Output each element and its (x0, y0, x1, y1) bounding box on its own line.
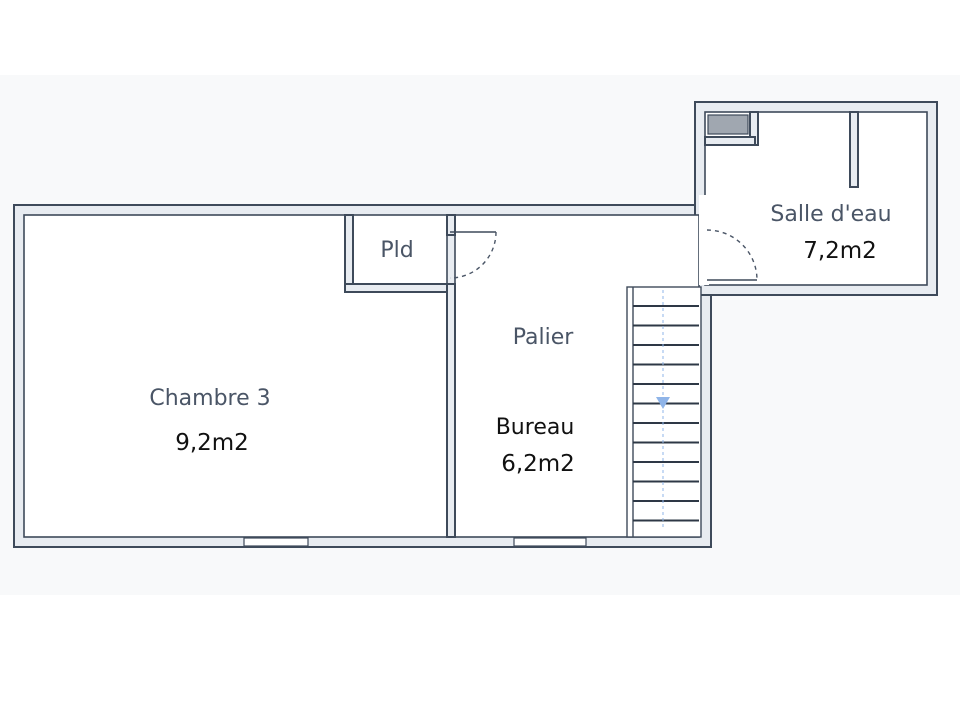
fixture-wall-bottom (704, 136, 756, 146)
label-bureau: Bureau (496, 415, 575, 440)
salle-eau-wall-stub (849, 111, 859, 188)
pld-door-swing (449, 231, 497, 279)
pld-wall-bottom (344, 283, 456, 293)
area-chambre-3: 9,2m2 (175, 430, 249, 456)
opening-palier-salle-eau (699, 195, 709, 285)
area-salle-eau: 7,2m2 (803, 238, 877, 264)
area-bureau: 6,2m2 (501, 451, 575, 477)
label-pld: Pld (380, 238, 413, 263)
label-salle-eau: Salle d'eau (770, 202, 891, 227)
pld-wall-stub (446, 214, 456, 236)
arrow-down-icon (656, 397, 670, 409)
label-palier: Palier (513, 325, 575, 350)
salle-eau-door-swing (706, 229, 758, 281)
label-chambre-3: Chambre 3 (149, 386, 270, 411)
partition-wall (446, 283, 456, 538)
washing-machine-icon (707, 114, 749, 135)
room-chambre-3 (23, 214, 448, 538)
stair-treads (633, 305, 699, 522)
window-bureau (513, 537, 587, 547)
staircase (626, 286, 702, 538)
pld-wall-left (344, 214, 354, 293)
window-chambre-3 (243, 537, 309, 547)
